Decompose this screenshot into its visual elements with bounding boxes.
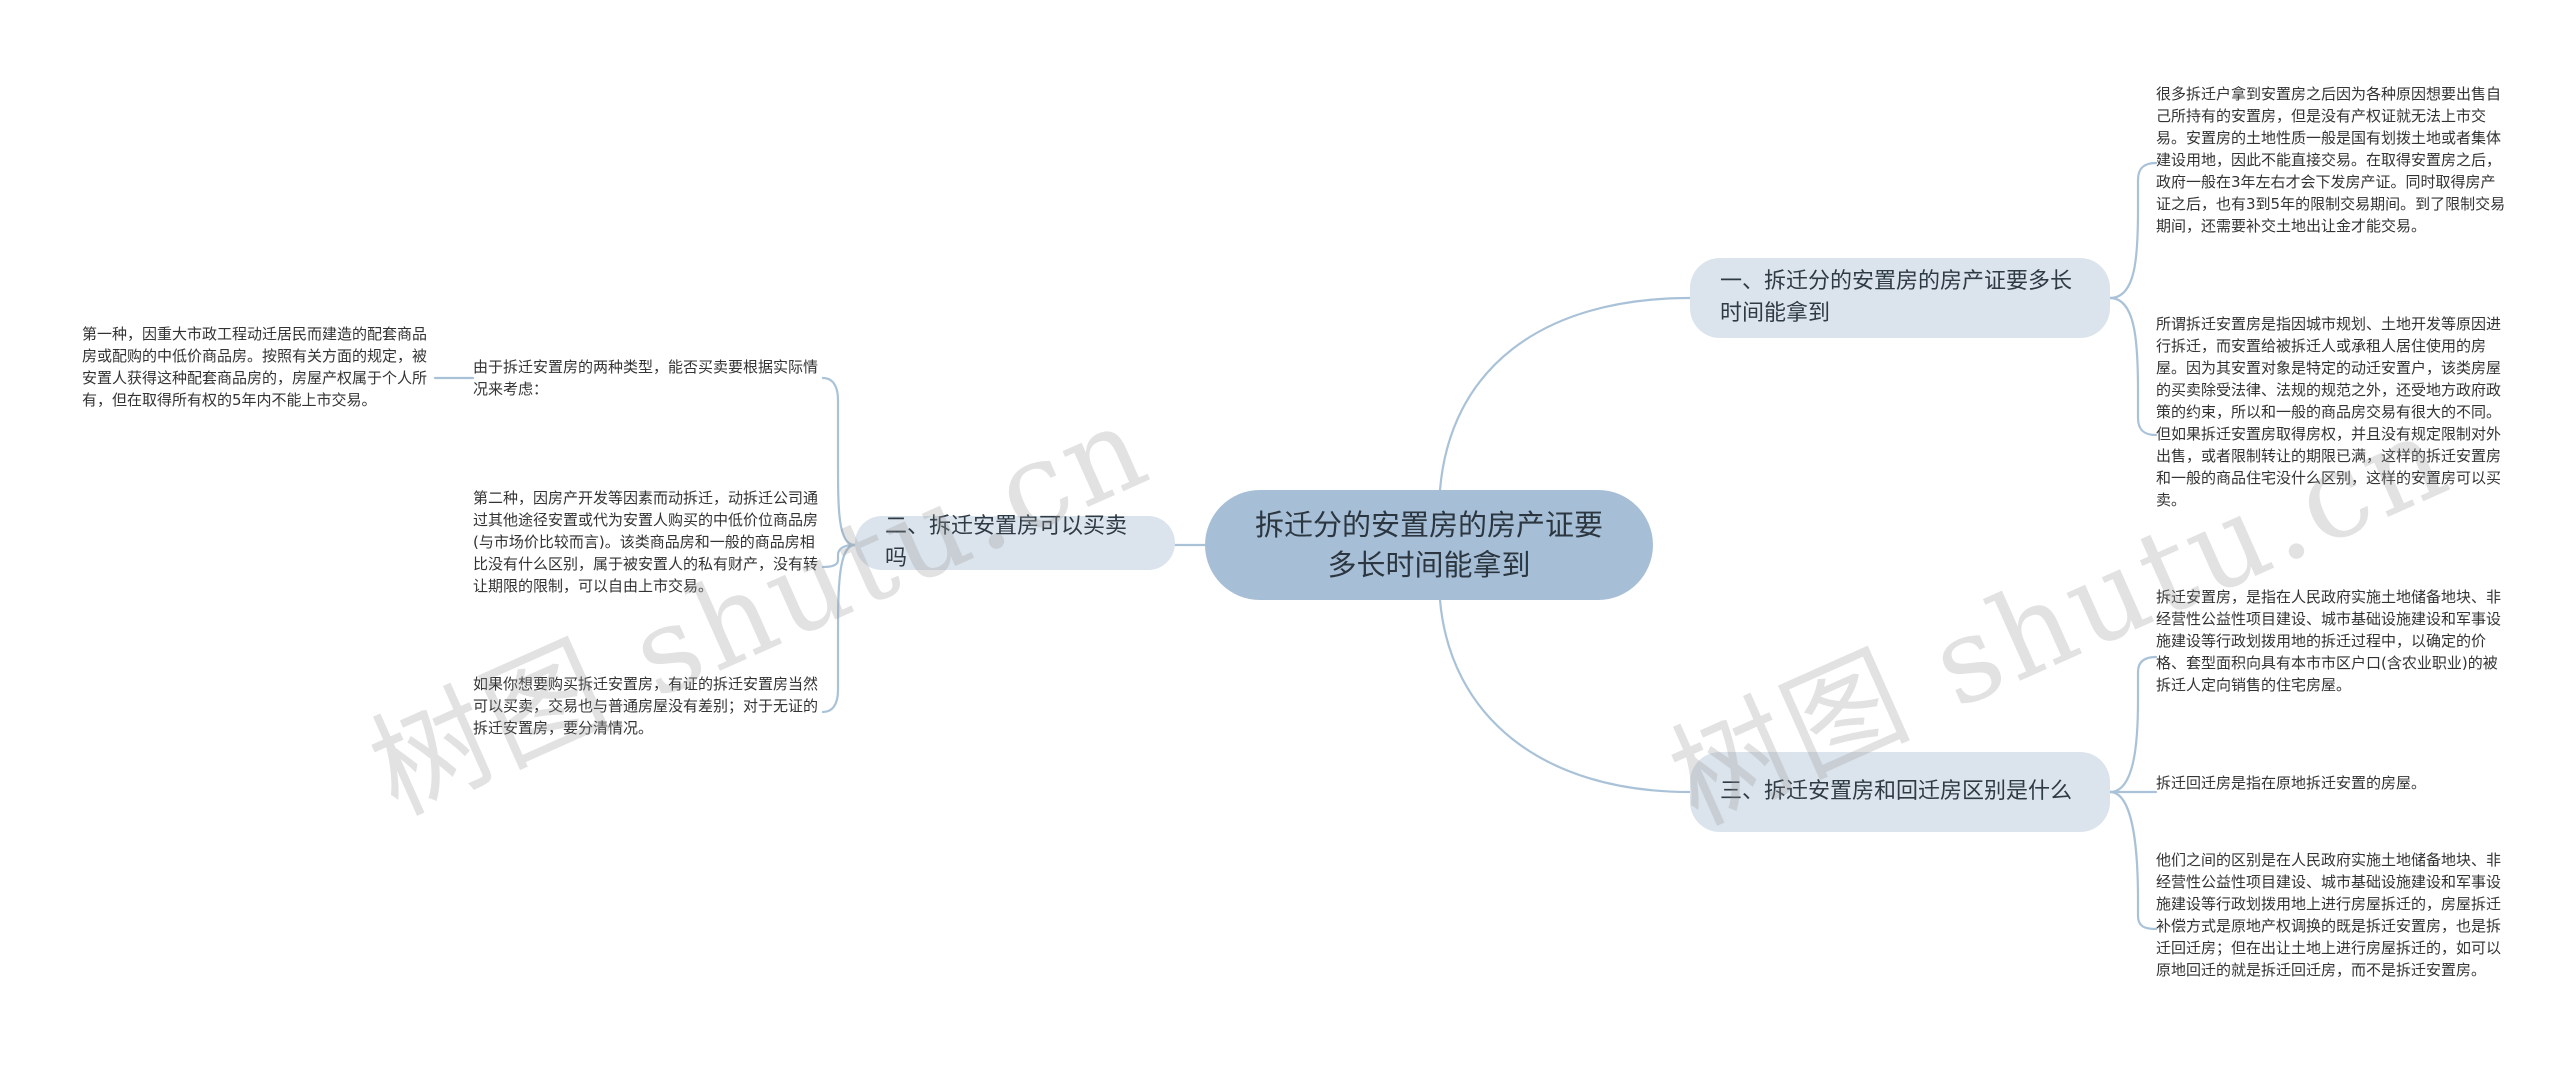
link-branch3-leaf3 — [2108, 655, 2158, 794]
root-topic[interactable]: 拆迁分的安置房的房产证要多长时间能拿到 — [1205, 490, 1653, 600]
link-branch1-leaf1 — [2108, 161, 2158, 300]
leaf-text-1: 很多拆迁户拿到安置房之后因为各种原因想要出售自己所持有的安置房，但是没有产权证就… — [2156, 85, 2506, 235]
link-branch2-leaf8 — [821, 543, 857, 714]
leaf-text-8: 如果你想要购买拆迁安置房，有证的拆迁安置房当然可以买卖，交易也与普通房屋没有差别… — [473, 675, 819, 737]
branch-topic-2[interactable]: 二、拆迁安置房可以买卖吗 — [855, 514, 1175, 571]
leaf-text-9: 第一种，因重大市政工程动迁居民而建造的配套商品房或配购的中低价商品房。按照有关方… — [82, 325, 428, 409]
branch-topic-1[interactable]: 一、拆迁分的安置房的房产证要多长时间能拿到 — [1690, 258, 2110, 338]
link-branch2-leaf6 — [821, 376, 857, 547]
leaf-text-3: 拆迁安置房，是指在人民政府实施土地储备地块、非经营性公益性项目建设、城市基础设施… — [2156, 588, 2502, 694]
leaf-text-5: 他们之间的区别是在人民政府实施土地储备地块、非经营性公益性项目建设、城市基础设施… — [2156, 851, 2502, 979]
leaf-text-4: 拆迁回迁房是指在原地拆迁安置的房屋。 — [2156, 774, 2427, 792]
leaf-text-7: 第二种，因房产开发等因素而动拆迁，动拆迁公司通过其他途径安置或代为安置人购买的中… — [473, 489, 819, 595]
link-branch1-leaf2 — [2108, 296, 2158, 437]
link-root-branch1 — [1438, 296, 1692, 492]
link-branch2-leaf7 — [821, 543, 857, 569]
link-branch3-leaf5 — [2108, 790, 2158, 931]
link-root-branch3 — [1438, 598, 1692, 794]
leaf-text-2: 所谓拆迁安置房是指因城市规划、土地开发等原因进行拆迁，而安置给被拆迁人或承租人居… — [2156, 315, 2502, 509]
leaf-text-6: 由于拆迁安置房的两种类型，能否买卖要根据实际情况来考虑： — [473, 358, 819, 398]
branch-topic-3[interactable]: 三、拆迁安置房和回迁房区别是什么 — [1690, 752, 2110, 832]
